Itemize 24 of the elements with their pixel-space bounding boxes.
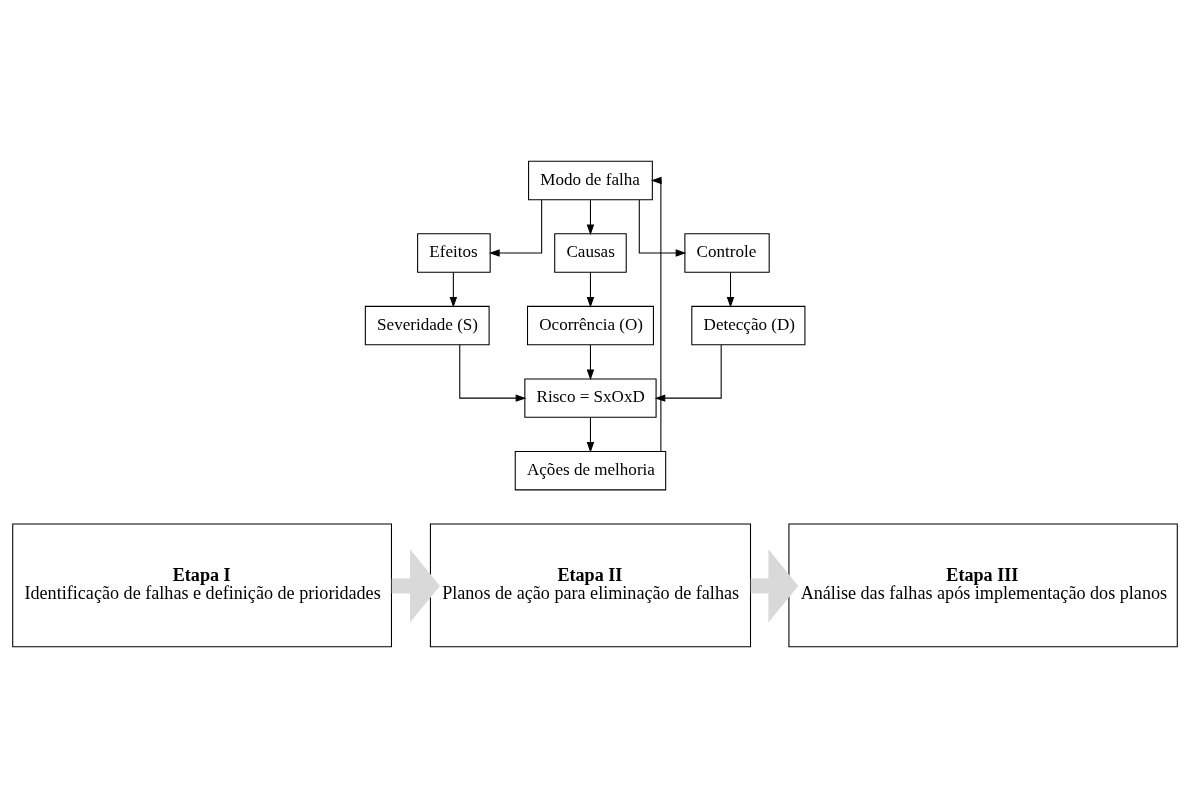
node-box: Etapa III Análise das falhas após implementação dos planos <box>788 523 1178 647</box>
node-box: Ocorrência (O) <box>527 305 654 345</box>
node-box: Modo de falha <box>528 160 653 200</box>
node-box: Etapa II Planos de ação para eliminação de falhas <box>429 523 752 647</box>
node-box: Controle <box>684 232 770 273</box>
arrow <box>750 548 799 623</box>
arrow <box>726 271 735 308</box>
arrow <box>391 548 440 623</box>
arrow <box>586 198 595 235</box>
arrow <box>586 344 595 380</box>
arrow <box>586 271 595 308</box>
arrow <box>489 198 543 257</box>
arrow <box>586 416 595 453</box>
arrow <box>638 198 687 257</box>
node-box: Severidade (S) <box>364 305 490 345</box>
node-box: Etapa I Identificação de falhas e definição de prioridades <box>12 523 392 647</box>
node-box: Risco = SxOxD <box>524 377 657 418</box>
node-box: Detecção (D) <box>691 305 806 345</box>
node-box: Efeitos <box>417 232 491 273</box>
node-box: Causas <box>554 232 627 273</box>
node-box: Ações de melhoria <box>514 450 667 490</box>
arrow <box>459 344 527 402</box>
arrow <box>650 176 662 452</box>
arrow <box>449 271 458 308</box>
